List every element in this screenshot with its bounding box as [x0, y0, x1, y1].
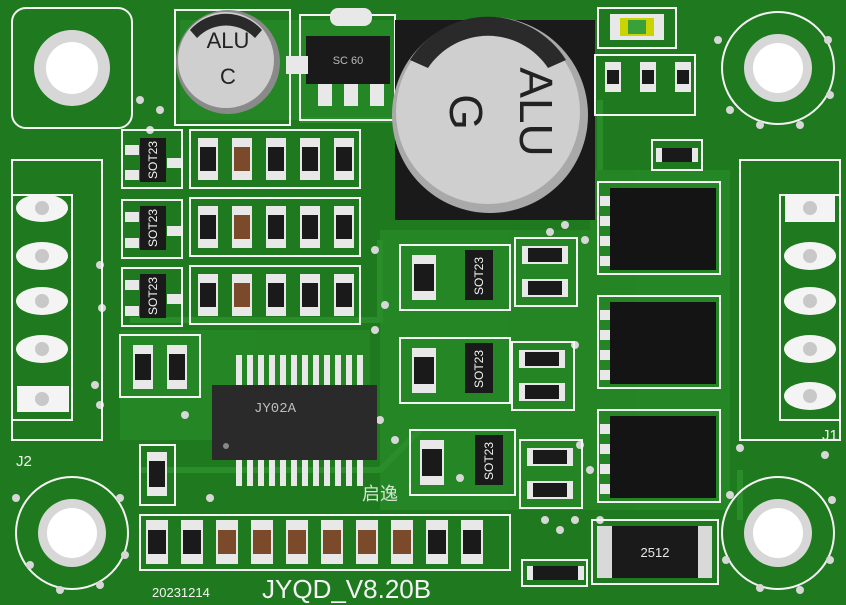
- bottom-resistor-body: [183, 530, 201, 554]
- resistor-body: [268, 215, 284, 239]
- resistor-body: [336, 147, 352, 171]
- sot23-label-1: SOT23: [146, 141, 160, 179]
- resistor-body: [234, 215, 250, 239]
- transistor-group-left: [121, 129, 183, 327]
- bottom-resistor-body: [288, 530, 306, 554]
- bottom-resistor-body: [358, 530, 376, 554]
- ic-pin-bottom: [247, 460, 253, 486]
- sot23-label-2: SOT23: [146, 209, 160, 247]
- sot23-label-3: SOT23: [146, 277, 160, 315]
- resistor-body: [200, 283, 216, 307]
- ic-pin-bottom: [236, 460, 242, 486]
- ic-pin-top: [313, 355, 319, 385]
- sot23-label-6: SOT23: [482, 442, 496, 480]
- resistor-body: [200, 215, 216, 239]
- resistor-body: [268, 283, 284, 307]
- ic-pin-top: [291, 355, 297, 385]
- shunt-marking: 2512: [641, 545, 670, 560]
- ic-pin-top: [258, 355, 264, 385]
- resistor-chips: [198, 138, 354, 316]
- bottom-resistor-body: [253, 530, 271, 554]
- transistor-group-middle: [399, 244, 516, 496]
- ic-pin-top: [324, 355, 330, 385]
- ic-pin-top: [357, 355, 363, 385]
- resistor-body: [302, 215, 318, 239]
- led-indicator: [597, 7, 677, 49]
- connector-j1-label: J1: [822, 427, 838, 444]
- resistor-body: [234, 147, 250, 171]
- ic-pin-bottom: [258, 460, 264, 486]
- mosfet-group: [597, 181, 721, 503]
- connector-j1: [739, 159, 841, 441]
- ic-pin-top: [335, 355, 341, 385]
- sot23-label-4: SOT23: [472, 257, 486, 295]
- resistor-body: [268, 147, 284, 171]
- ic-pin-top: [247, 355, 253, 385]
- resistor-body: [200, 147, 216, 171]
- connector-j2-label: J2: [16, 453, 32, 470]
- date-code: 20231214: [152, 585, 210, 600]
- resistor-bottom-mid: [521, 559, 588, 587]
- ic-pin-bottom: [324, 460, 330, 486]
- chinese-mark: 启逸: [362, 484, 398, 504]
- ic-pin-bottom: [313, 460, 319, 486]
- shunt-resistor: [591, 519, 719, 585]
- bottom-resistor-body: [463, 530, 481, 554]
- mounting-hole-top-left: [11, 7, 133, 129]
- capacitor-pair-left: [119, 334, 201, 506]
- ic-pin-bottom: [302, 460, 308, 486]
- mounting-hole-bottom-left: [15, 476, 129, 590]
- cap-large-label-1: ALU: [510, 67, 562, 156]
- ic-pin-top: [346, 355, 352, 385]
- connector-j2: [11, 159, 103, 441]
- ic-pin-bottom: [335, 460, 341, 486]
- resistor-array-left: [189, 129, 361, 325]
- ic-pin-bottom: [269, 460, 275, 486]
- ic-chip: [212, 385, 377, 460]
- voltage-regulator: [286, 8, 396, 121]
- resistor-row-bottom-frame: [139, 514, 511, 571]
- ic-pin-top: [269, 355, 275, 385]
- ic-pin-top: [236, 355, 242, 385]
- sot23-label-5: SOT23: [472, 350, 486, 388]
- resistor-group-top-right: [594, 54, 703, 171]
- resistor-body: [234, 283, 250, 307]
- bottom-resistor-body: [428, 530, 446, 554]
- cap-large-label-2: G: [440, 94, 492, 130]
- mounting-hole-top-right: [721, 11, 835, 125]
- bottom-resistor-body: [148, 530, 166, 554]
- capacitor-large: [392, 16, 595, 220]
- resistor-body: [302, 147, 318, 171]
- ic-pin-bottom: [291, 460, 297, 486]
- cap-small-label-1: ALU: [207, 28, 250, 53]
- ic-pins: [236, 355, 363, 486]
- resistor-pairs-middle: [511, 237, 583, 509]
- bottom-resistor-body: [218, 530, 236, 554]
- ic-pin-top: [280, 355, 286, 385]
- bottom-resistor-body: [393, 530, 411, 554]
- board-name: JYQD_V8.20B: [262, 574, 431, 604]
- ic-pin-top: [302, 355, 308, 385]
- resistor-body: [336, 283, 352, 307]
- ic-pin-bottom: [280, 460, 286, 486]
- mounting-hole-bottom-right: [721, 476, 835, 590]
- ic-marking: JY02A: [254, 401, 297, 417]
- bottom-resistor-body: [323, 530, 341, 554]
- resistor-row-bottom: [146, 520, 483, 564]
- cap-small-label-2: C: [220, 64, 236, 89]
- resistor-body: [336, 215, 352, 239]
- ic-pin-bottom: [346, 460, 352, 486]
- resistor-body: [302, 283, 318, 307]
- regulator-marking: SC 60: [333, 55, 364, 67]
- ic-pin-bottom: [357, 460, 363, 486]
